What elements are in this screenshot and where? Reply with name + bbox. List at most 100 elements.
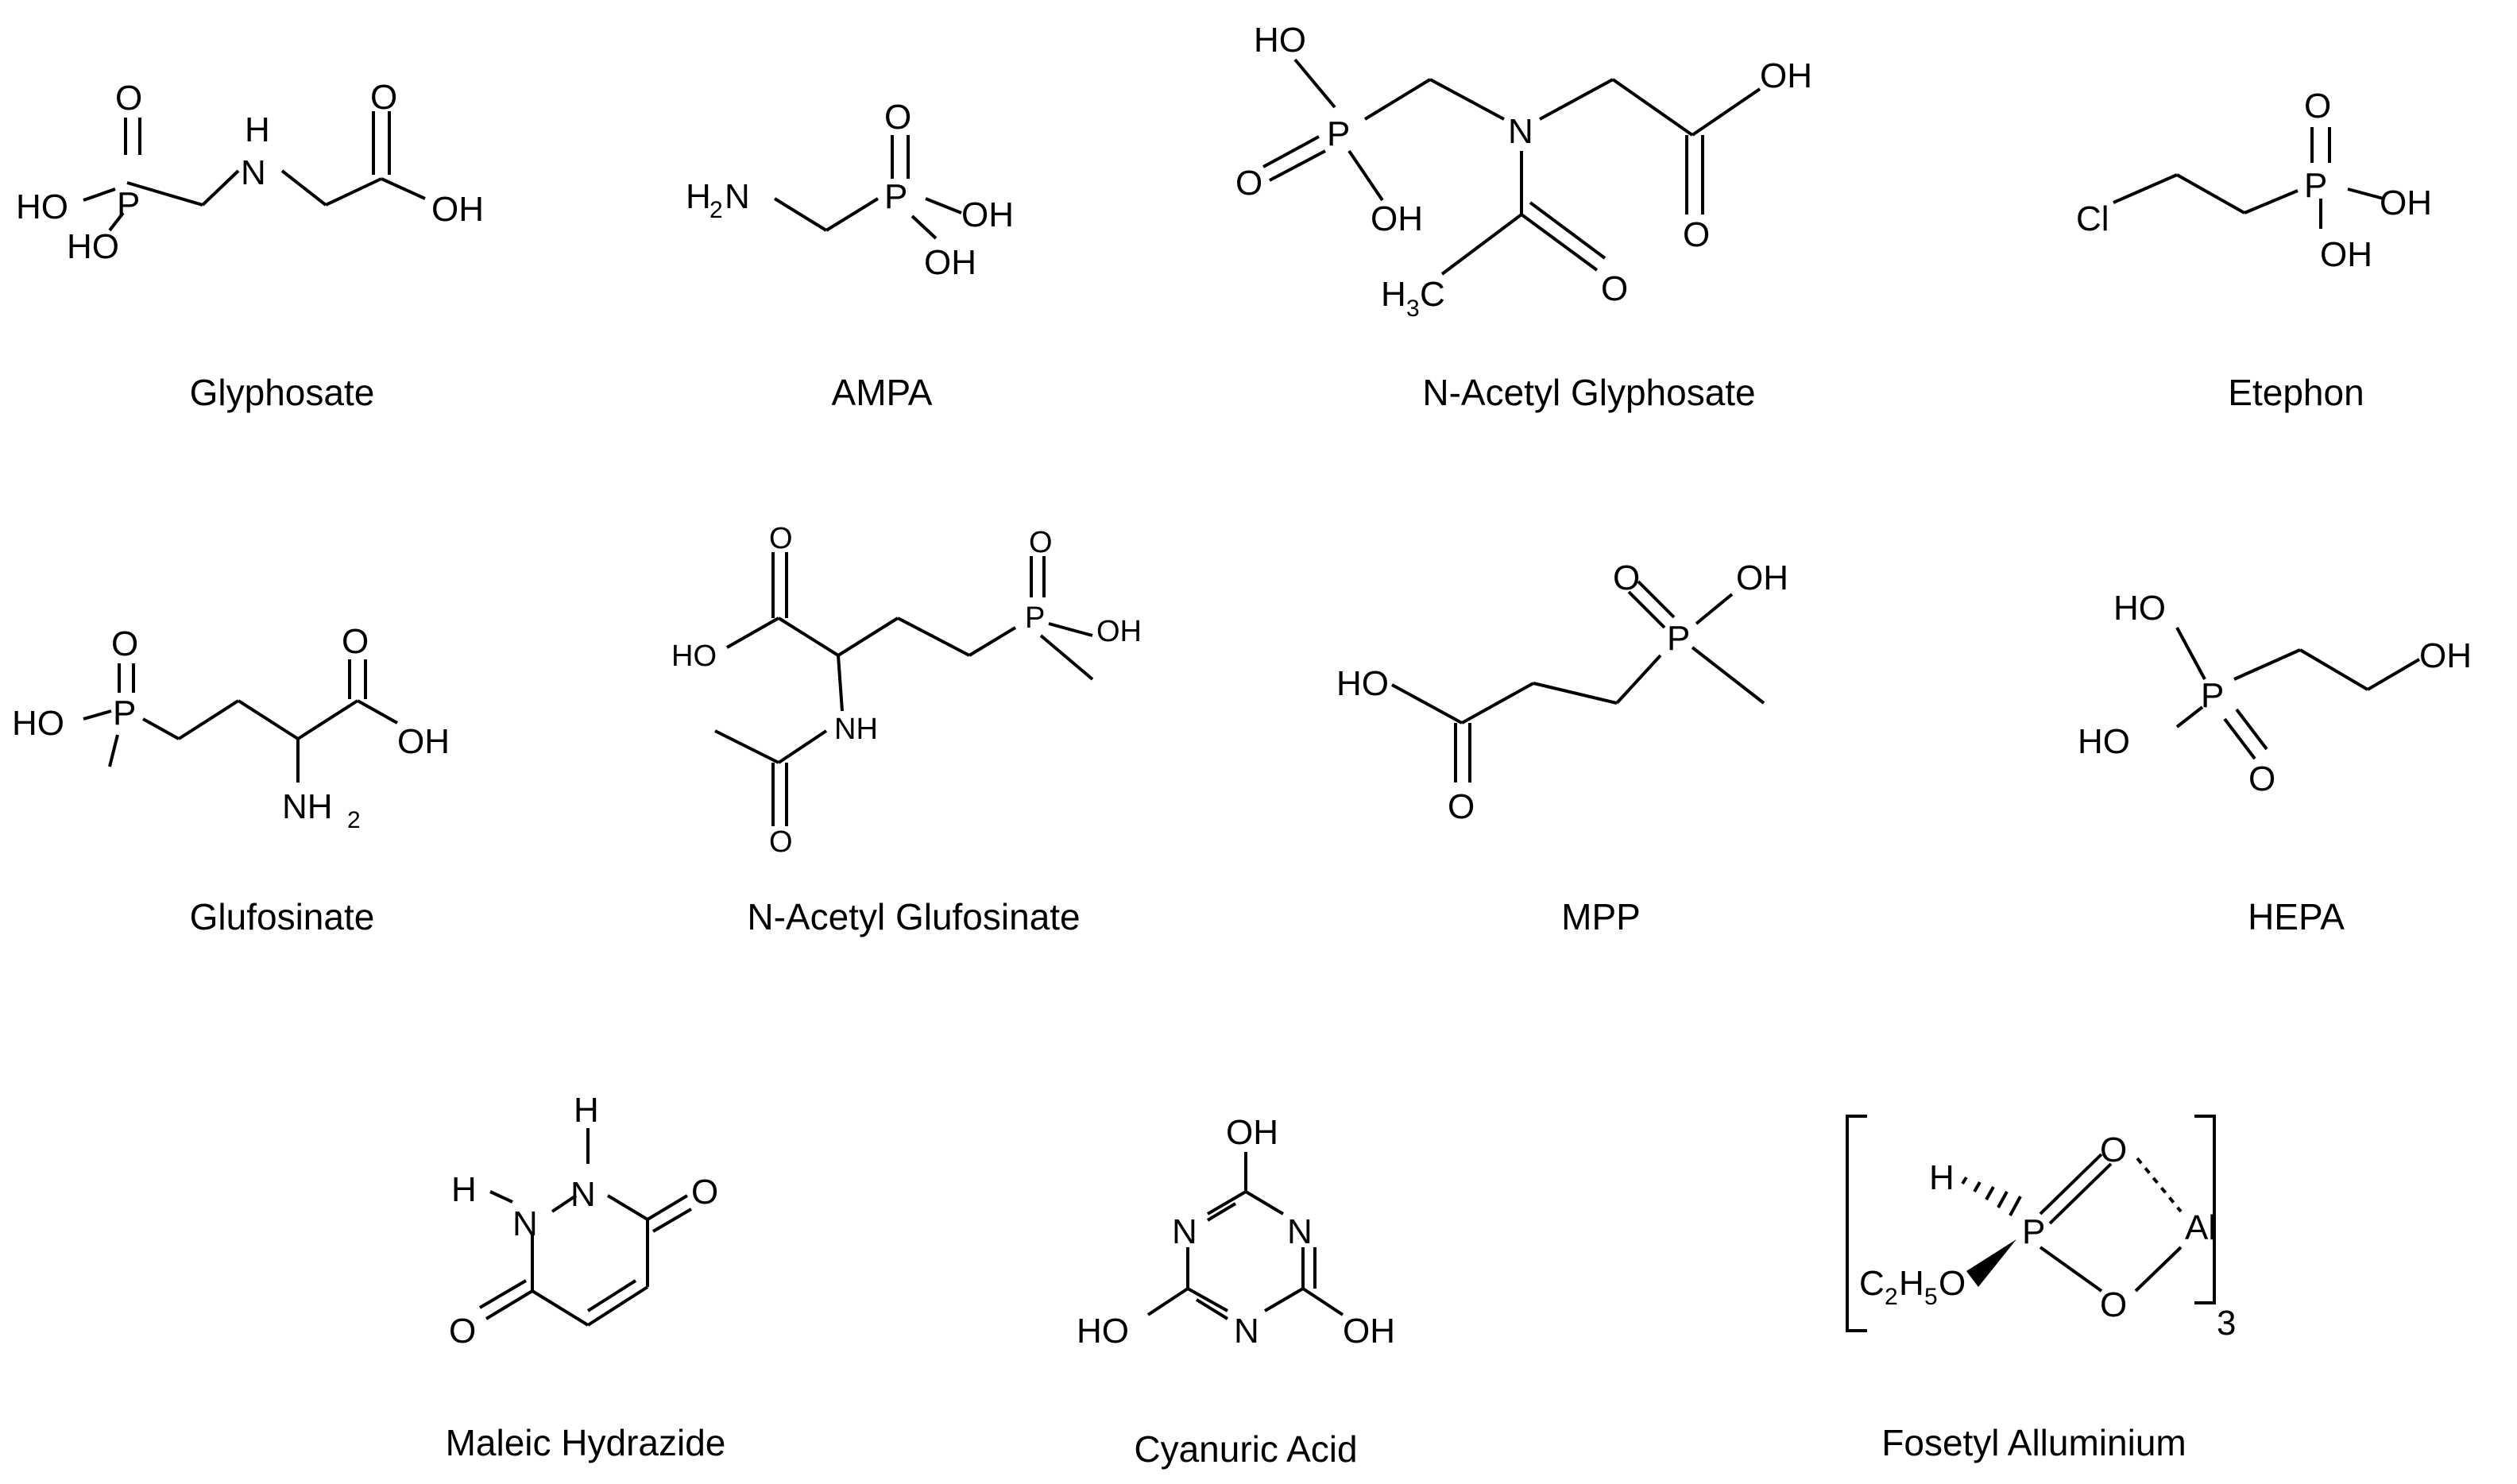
caption-cyanuric-acid: Cyanuric Acid: [1134, 1428, 1357, 1470]
nag-h3c-3: 3: [1406, 296, 1420, 322]
ampa-oh2: OH: [924, 243, 976, 282]
cyanuric-acid-structure: OH N N N HO OH Cyanuric Acid: [1077, 1113, 1395, 1470]
ca-n1: N: [1172, 1212, 1197, 1251]
fa-bracket-3: 3: [2217, 1304, 2236, 1343]
nagl-o2: O: [1029, 526, 1053, 559]
etephon-p: P: [2304, 166, 2327, 205]
glyphosate-structure: O P HO HO H N O OH Glyphosate: [16, 78, 484, 413]
ampa-2: 2: [709, 197, 723, 223]
nagl-nh: NH: [834, 713, 878, 746]
n-acetyl-glyphosate-structure: HO P O OH N OH O H 3 C O N-Acetyl Glypho…: [1235, 21, 1812, 413]
glufosinate-nh: NH: [282, 787, 333, 826]
mh-h1: H: [574, 1091, 599, 1130]
fa-al: Al: [2185, 1208, 2216, 1247]
fa-o1: O: [2100, 1130, 2127, 1169]
ca-oh-right: OH: [1343, 1312, 1395, 1351]
ca-n3: N: [1234, 1312, 1259, 1351]
fa-c: C: [1859, 1264, 1885, 1303]
mpp-ho: HO: [1336, 664, 1389, 703]
ampa-structure: H 2 N O P OH OH AMPA: [686, 98, 1014, 413]
glufosinate-p: P: [113, 694, 136, 732]
caption-hepa: HEPA: [2248, 896, 2345, 937]
hepa-oh: OH: [2419, 636, 2472, 675]
glyphosate-n: N: [241, 153, 266, 192]
n-acetyl-glufosinate-structure: O HO O P OH NH O N-Acetyl Glufosinate: [671, 522, 1142, 937]
glufosinate-o: O: [111, 624, 138, 663]
caption-glyphosate: Glyphosate: [190, 372, 375, 413]
mh-o2: O: [449, 1312, 476, 1351]
caption-n-acetyl-glyphosate: N-Acetyl Glyphosate: [1422, 372, 1755, 413]
nagl-o3: O: [769, 825, 793, 859]
glufosinate-ho: HO: [12, 704, 64, 743]
hepa-o: O: [2248, 759, 2275, 798]
ampa-h: H: [686, 177, 711, 216]
caption-maleic-hydrazide: Maleic Hydrazide: [446, 1422, 726, 1463]
glufosinate-o2: O: [342, 622, 369, 661]
mh-n2: N: [512, 1204, 538, 1243]
nag-n: N: [1508, 112, 1533, 151]
mpp-oh: OH: [1736, 558, 1788, 597]
nag-ho: HO: [1254, 21, 1306, 60]
glyphosate-h: H: [245, 110, 270, 149]
nag-h3c-c: C: [1420, 275, 1445, 314]
etephon-structure: Cl O P OH OH Etephon: [2076, 87, 2432, 413]
mpp-p: P: [1667, 619, 1690, 658]
maleic-hydrazide-structure: H H N N O O Maleic Hydrazide: [446, 1091, 726, 1463]
glyphosate-ho2: HO: [67, 227, 119, 266]
ampa-o: O: [884, 98, 911, 137]
nagl-o1: O: [769, 522, 793, 555]
hepa-p: P: [2201, 676, 2224, 715]
fa-o3: O: [1939, 1264, 1966, 1303]
etephon-oh2: OH: [2320, 235, 2372, 274]
nag-o3: O: [1601, 269, 1628, 308]
nag-o2: O: [1683, 215, 1710, 254]
ca-ho-left: HO: [1077, 1312, 1129, 1351]
caption-mpp: MPP: [1561, 896, 1641, 937]
fa-5: 5: [1924, 1284, 1938, 1310]
mh-n1: N: [570, 1175, 596, 1214]
glufosinate-structure: O P HO O OH NH 2 Glufosinate: [12, 622, 450, 937]
fa-h5: H: [1899, 1264, 1924, 1303]
nag-oh: OH: [1371, 199, 1423, 238]
caption-fosetyl-alluminium: Fosetyl Alluminium: [1881, 1422, 2186, 1463]
glyphosate-o: O: [115, 79, 142, 118]
etephon-o: O: [2304, 87, 2331, 126]
nag-o: O: [1235, 164, 1262, 203]
etephon-cl: Cl: [2076, 199, 2109, 238]
fa-h: H: [1929, 1158, 1954, 1197]
nagl-ho: HO: [671, 640, 717, 673]
mh-h2: H: [451, 1170, 477, 1209]
fa-o2: O: [2100, 1285, 2127, 1324]
ca-n2: N: [1287, 1212, 1313, 1251]
glyphosate-ho1: HO: [16, 187, 68, 226]
caption-ampa: AMPA: [832, 372, 933, 413]
nagl-oh: OH: [1096, 615, 1142, 648]
ampa-n: N: [725, 177, 750, 216]
hepa-structure: HO P HO O OH HEPA: [2078, 589, 2472, 937]
mpp-o: O: [1448, 787, 1475, 826]
mpp-structure: HO O O P OH MPP: [1336, 558, 1788, 937]
glufosinate-2: 2: [347, 807, 361, 833]
fa-p: P: [2022, 1212, 2045, 1251]
nag-p: P: [1327, 114, 1350, 153]
ampa-oh1: OH: [961, 195, 1014, 234]
glyphosate-o2: O: [370, 78, 397, 117]
caption-etephon: Etephon: [2228, 372, 2364, 413]
glufosinate-oh: OH: [397, 722, 450, 761]
nag-h3c-h: H: [1381, 275, 1406, 314]
nagl-p: P: [1025, 601, 1045, 635]
hepa-ho1: HO: [2113, 589, 2166, 628]
fosetyl-alluminium-structure: H P O O Al C 2 H 5 O 3 Fosetyl Alluminiu…: [1846, 1115, 2236, 1463]
glyphosate-oh: OH: [431, 190, 484, 229]
etephon-oh1: OH: [2380, 184, 2432, 222]
caption-n-acetyl-glufosinate: N-Acetyl Glufosinate: [747, 896, 1080, 937]
mh-o1: O: [691, 1173, 718, 1212]
mpp-o2: O: [1613, 558, 1640, 597]
ampa-p: P: [884, 177, 907, 216]
glyphosate-p: P: [117, 185, 140, 224]
caption-glufosinate: Glufosinate: [190, 896, 375, 937]
ca-oh-top: OH: [1226, 1113, 1278, 1152]
nag-oh2: OH: [1760, 56, 1812, 95]
fa-2: 2: [1885, 1284, 1898, 1310]
